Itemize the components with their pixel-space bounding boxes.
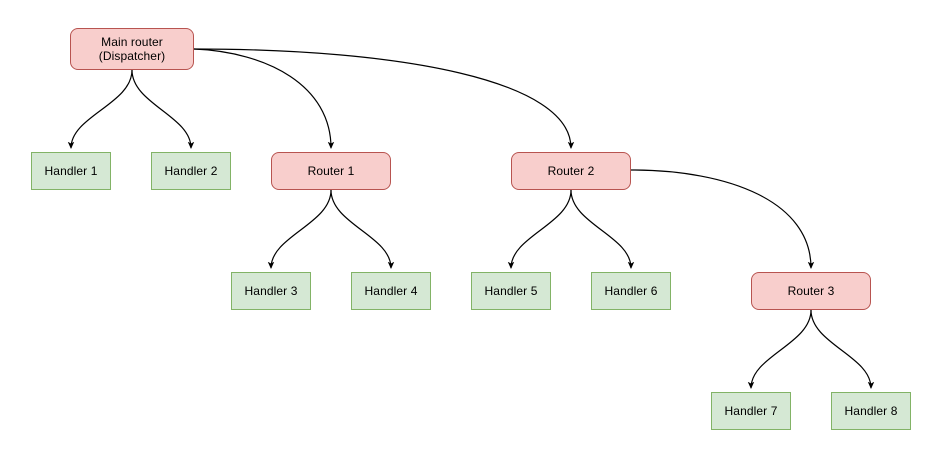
- edge-main-to-handler-2: [131, 69, 195, 149]
- edge-router-1-to-handler-3: [267, 189, 332, 269]
- node-main-router[interactable]: Main router (Dispatcher): [70, 28, 194, 70]
- node-handler-2[interactable]: Handler 2: [151, 152, 231, 190]
- node-label-handler-4: Handler 4: [364, 284, 418, 298]
- node-label-handler-7: Handler 7: [724, 404, 778, 418]
- node-label-router-3: Router 3: [787, 284, 835, 298]
- edge-router-2-to-handler-5: [507, 189, 572, 269]
- edge-main-to-router-1: [193, 48, 335, 149]
- edge-main-to-handler-1: [67, 69, 133, 149]
- node-handler-1[interactable]: Handler 1: [31, 152, 111, 190]
- node-handler-4[interactable]: Handler 4: [351, 272, 431, 310]
- node-router-3[interactable]: Router 3: [751, 272, 871, 310]
- node-label-router-1: Router 1: [307, 164, 355, 178]
- node-handler-6[interactable]: Handler 6: [591, 272, 671, 310]
- node-label-handler-1: Handler 1: [44, 164, 98, 178]
- node-handler-5[interactable]: Handler 5: [471, 272, 551, 310]
- edge-router-3-to-handler-8: [810, 309, 875, 389]
- node-router-1[interactable]: Router 1: [271, 152, 391, 190]
- edge-router-1-to-handler-4: [330, 189, 395, 269]
- node-label-handler-8: Handler 8: [844, 404, 898, 418]
- node-label-handler-3: Handler 3: [244, 284, 298, 298]
- node-label-handler-2: Handler 2: [164, 164, 218, 178]
- node-label-main-router: Main router (Dispatcher): [98, 35, 166, 63]
- node-label-handler-6: Handler 6: [604, 284, 658, 298]
- node-label-handler-5: Handler 5: [484, 284, 538, 298]
- edge-main-to-router-2: [193, 48, 575, 149]
- node-handler-3[interactable]: Handler 3: [231, 272, 311, 310]
- edge-router-2-to-router-3: [630, 169, 815, 269]
- node-handler-8[interactable]: Handler 8: [831, 392, 911, 430]
- node-router-2[interactable]: Router 2: [511, 152, 631, 190]
- node-handler-7[interactable]: Handler 7: [711, 392, 791, 430]
- edge-router-3-to-handler-7: [747, 309, 812, 389]
- node-label-router-2: Router 2: [547, 164, 595, 178]
- edge-router-2-to-handler-6: [570, 189, 635, 269]
